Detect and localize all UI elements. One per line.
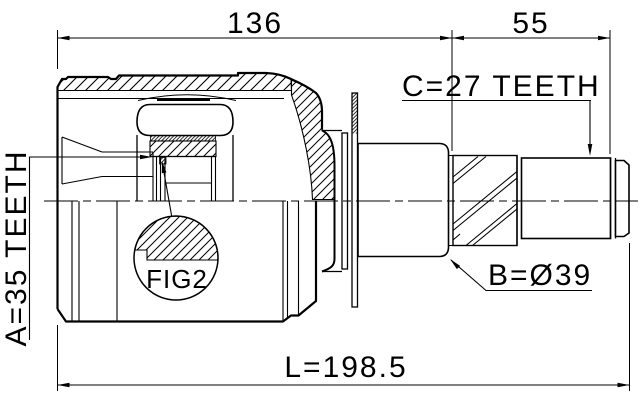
ball-bearing xyxy=(136,103,234,137)
dimension-lines xyxy=(57,30,630,391)
housing-right-outer-bulge xyxy=(321,129,336,273)
outer-spline-arrowhead xyxy=(587,144,593,156)
boot-groove-ridges xyxy=(71,201,300,322)
inner-race-bore-lines xyxy=(152,152,217,201)
shaft-b-section xyxy=(357,142,450,258)
shaft-discs xyxy=(341,92,359,308)
shaft-step-lines xyxy=(448,154,453,247)
inner-spline-leader xyxy=(28,156,141,340)
outer-spline-leader xyxy=(402,99,591,145)
stub-shaft xyxy=(357,142,630,258)
inner-race-section xyxy=(149,140,217,158)
housing-bottom-profile xyxy=(56,201,318,323)
dimension-arrowheads xyxy=(57,35,630,388)
outer-spline-label: C=27 TEETH xyxy=(402,70,601,103)
outer-spline-callout: C=27 TEETH xyxy=(402,70,601,156)
cage-side-edges xyxy=(136,135,234,201)
inner-spline-callout: A=35 TEETH xyxy=(0,149,152,347)
dim-136-label: 136 xyxy=(227,7,283,40)
dim-overall-length-label: L=198.5 xyxy=(284,351,407,384)
dust-shield-hatch xyxy=(352,93,357,134)
housing-right-wall-hatch xyxy=(290,79,336,201)
fig2-label: FIG2 xyxy=(146,264,208,294)
fig2-leader-line xyxy=(161,163,173,219)
housing-mouth-funnel xyxy=(61,136,153,185)
fig2-leader-arrowhead xyxy=(161,161,167,174)
inner-spline-arrowhead xyxy=(140,154,152,160)
housing-outer-profile xyxy=(56,71,324,309)
outer-spline-section xyxy=(520,157,612,240)
shaft-end-cap xyxy=(614,159,630,238)
shaft-diameter-arrowhead xyxy=(450,259,461,270)
inner-spline-label: A=35 TEETH xyxy=(0,149,33,346)
helical-spline-lines xyxy=(452,156,518,246)
shaft-diameter-leader xyxy=(450,259,592,292)
ball-cage-assembly xyxy=(136,94,237,201)
joint-housing xyxy=(56,71,342,323)
extension-lines xyxy=(57,30,630,391)
shaft-diameter-callout: B=Ø39 xyxy=(450,259,592,292)
cage-contact-band xyxy=(150,135,216,142)
fig2-groove-hatch xyxy=(134,215,219,261)
dim-55-label: 55 xyxy=(512,7,549,40)
race-groove-arc xyxy=(137,94,237,102)
shaft-diameter-label: B=Ø39 xyxy=(488,259,592,292)
fig2-detail: FIG2 xyxy=(133,161,219,301)
